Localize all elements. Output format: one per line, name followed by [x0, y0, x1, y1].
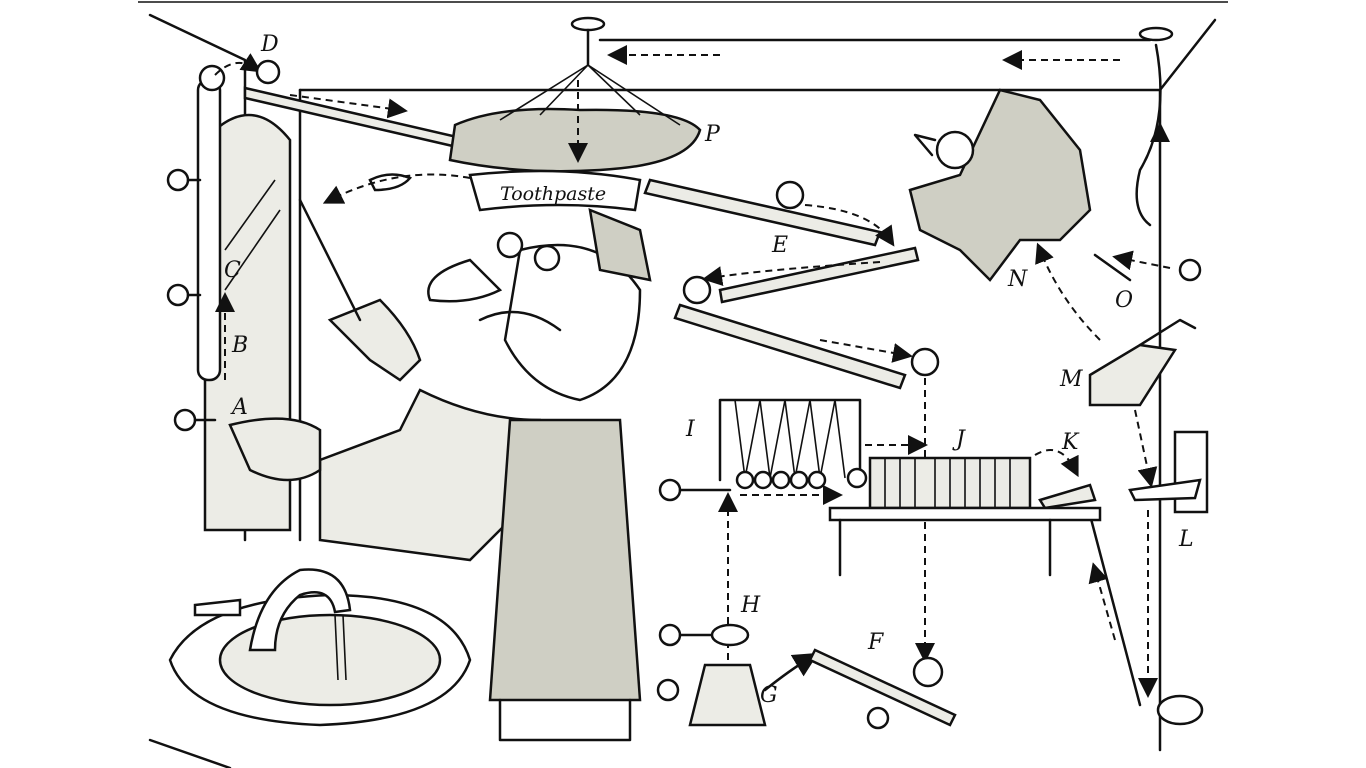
step-labels: A B C D E F G H I J K L M N O P	[224, 32, 1194, 708]
lower-mechanism	[656, 623, 957, 730]
label-o: O	[1115, 288, 1133, 313]
label-e: E	[771, 233, 788, 258]
label-l: L	[1178, 527, 1194, 552]
label-b: B	[231, 333, 248, 358]
shelf-j	[828, 449, 1102, 577]
toothpaste-label: Toothpaste	[500, 183, 606, 205]
man-brushing-teeth	[228, 198, 652, 742]
sink	[168, 568, 472, 727]
label-p: P	[704, 122, 721, 147]
label-m: M	[1059, 367, 1083, 392]
label-j: J	[952, 427, 966, 452]
label-h: H	[740, 593, 761, 618]
lever-m	[1088, 318, 1209, 726]
newtons-cradle-i	[658, 398, 928, 660]
label-d: D	[260, 32, 279, 57]
label-n: N	[1007, 267, 1028, 292]
label-i: I	[685, 417, 696, 442]
sponge-bag-p	[448, 64, 702, 173]
label-k: K	[1061, 430, 1080, 455]
bird-n	[908, 88, 1202, 341]
label-f: F	[867, 630, 884, 655]
ramps-e	[643, 178, 940, 663]
ceiling-string	[570, 16, 1174, 250]
water-tube	[166, 53, 262, 432]
label-a: A	[230, 395, 248, 420]
toothpaste-tube: Toothpaste	[322, 169, 642, 212]
label-g: G	[760, 683, 778, 708]
label-c: C	[224, 258, 241, 283]
